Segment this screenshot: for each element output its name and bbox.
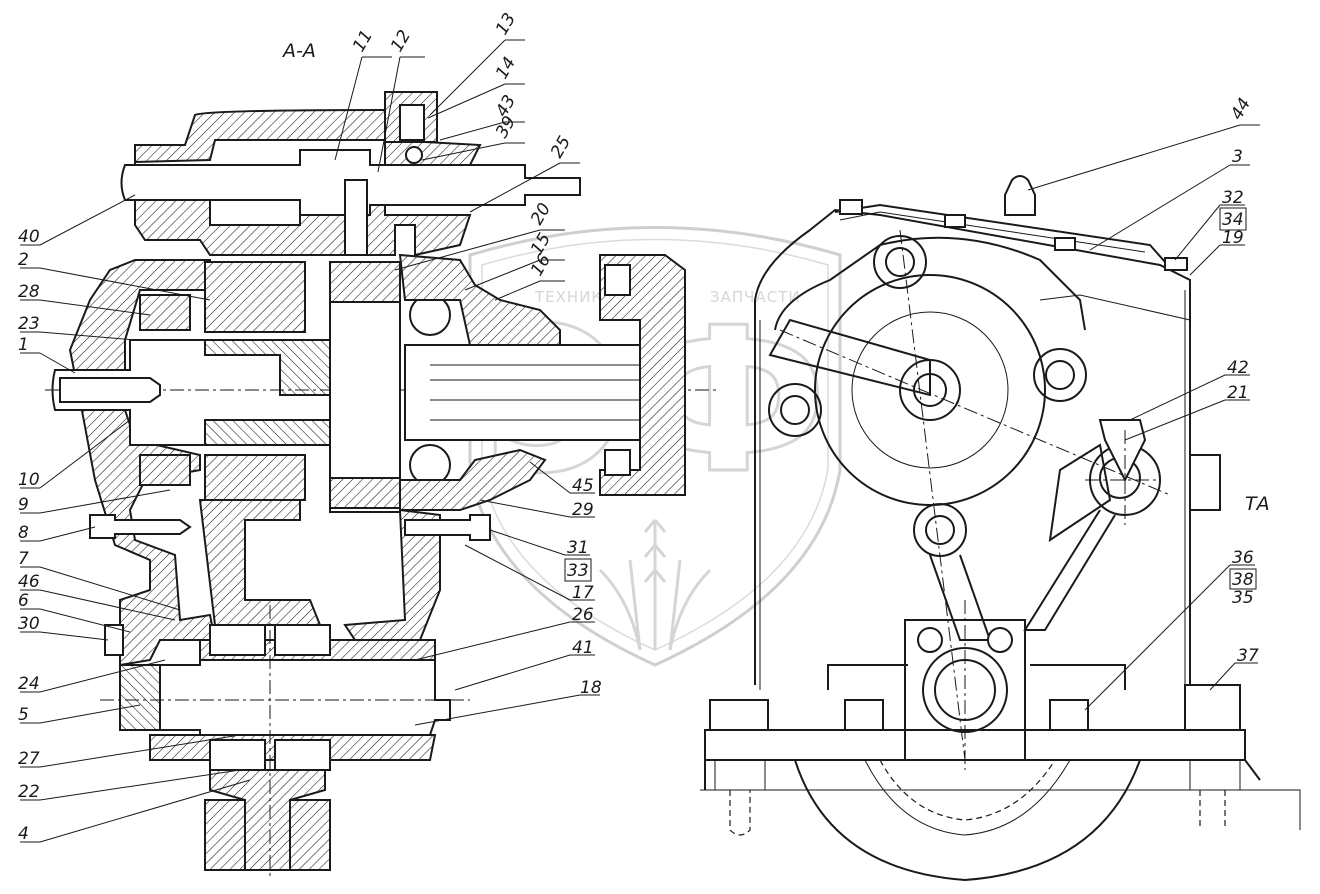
callout-12: 12: [387, 27, 415, 56]
callout-13: 13: [492, 10, 520, 39]
callout-labels: 11 12 13 14 43 39 25 20 15 16 40 2 28 23…: [18, 10, 1259, 844]
callout-34-box: [1219, 207, 1247, 231]
gear-2: [204, 261, 306, 333]
callout-26: 26: [572, 605, 594, 625]
callout-27: 27: [18, 749, 40, 769]
callout-18: 18: [580, 678, 602, 698]
callout-6: 6: [18, 591, 29, 611]
callout-46: 46: [18, 572, 40, 592]
callout-11: 11: [349, 27, 377, 56]
callout-38: 38: [1232, 570, 1254, 590]
callout-7: 7: [18, 549, 29, 569]
grease-fitting-42: [1098, 419, 1147, 483]
flange-16: [599, 254, 686, 496]
end-view: [700, 175, 1301, 882]
callout-21: 21: [1227, 383, 1249, 403]
upper-housing: [134, 108, 482, 166]
callout-25: 25: [547, 133, 575, 162]
leader-lines: [20, 39, 1260, 843]
callout-22: 22: [18, 782, 40, 802]
watermark-wheat-icon: [598, 519, 712, 651]
callout-9: 9: [18, 495, 29, 515]
callout-29: 29: [572, 500, 594, 520]
fork-rod: [344, 179, 368, 256]
view-mark: ТА: [1245, 493, 1270, 515]
callout-16: 16: [527, 251, 555, 280]
callout-30: 30: [18, 614, 40, 634]
callout-37: 37: [1237, 646, 1259, 666]
section-title: А-А: [281, 40, 316, 62]
callout-36: 36: [1232, 548, 1254, 568]
breather-44: [1004, 175, 1036, 216]
callout-32: 32: [1222, 188, 1244, 208]
callout-41: 41: [572, 638, 594, 658]
callout-17: 17: [572, 583, 594, 603]
callout-38-box: [1229, 568, 1257, 590]
watermark-text-left: ТЕХНИКА: [534, 288, 614, 306]
callout-19: 19: [1222, 228, 1244, 248]
callout-39: 39: [492, 113, 520, 142]
callout-14: 14: [492, 54, 520, 83]
callout-23: 23: [18, 314, 40, 334]
callout-40: 40: [18, 227, 40, 247]
callout-33: 33: [567, 561, 589, 581]
cover-3: [834, 203, 1166, 263]
output-spline: [404, 344, 641, 441]
callout-3: 3: [1232, 147, 1243, 167]
callout-2: 2: [18, 250, 29, 270]
callout-10: 10: [18, 470, 40, 490]
callout-34: 34: [1222, 210, 1244, 230]
callout-5: 5: [18, 705, 29, 725]
callout-44: 44: [1227, 95, 1255, 124]
shaft-5: [119, 659, 451, 736]
callout-31: 31: [567, 538, 589, 558]
callout-4: 4: [18, 824, 29, 844]
wheel: [794, 759, 1141, 882]
callout-45: 45: [572, 476, 594, 496]
callout-20: 20: [527, 200, 555, 229]
housing-outline: [754, 208, 1191, 685]
callout-33-box: [564, 558, 592, 582]
bolt-8: [89, 514, 192, 539]
callout-35: 35: [1232, 588, 1254, 608]
callout-1: 1: [18, 335, 29, 355]
section-view-a-a: [45, 91, 720, 880]
callout-24: 24: [18, 674, 40, 694]
callout-42: 42: [1227, 358, 1249, 378]
base-plate: [704, 729, 1246, 761]
callout-28: 28: [18, 282, 40, 302]
lower-housing: [198, 499, 322, 626]
callout-8: 8: [18, 523, 29, 543]
